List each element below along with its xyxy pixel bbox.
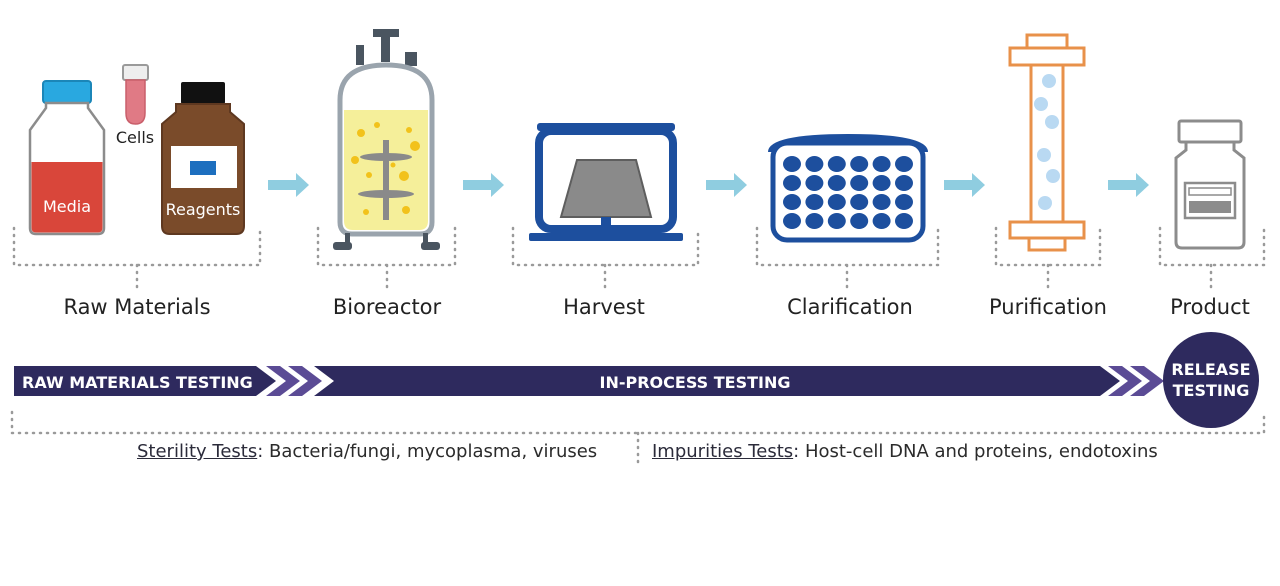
filter-hole	[872, 194, 891, 210]
band-chevron	[1108, 366, 1142, 396]
testing-band: RAW MATERIALS TESTING IN-PROCESS TESTING…	[14, 332, 1259, 428]
bracket-raw-materials	[12, 226, 262, 292]
stage-label-purification: Purification	[989, 295, 1107, 319]
reagents-bottle-icon: Reagents	[161, 82, 245, 235]
flow-arrow-1	[268, 173, 309, 197]
release-testing-circle	[1163, 332, 1259, 428]
flow-arrow-4	[944, 173, 985, 197]
filter-hole	[783, 194, 801, 210]
reagents-label: Reagents	[166, 200, 241, 219]
filter-hole	[783, 156, 801, 172]
filter-hole	[827, 194, 846, 210]
stage-label-harvest: Harvest	[563, 295, 645, 319]
sterility-title: Sterility Tests	[137, 441, 258, 462]
filter-hole	[850, 175, 869, 191]
stage-label-clarification: Clarification	[787, 295, 913, 319]
impurities-title: Impurities Tests	[652, 441, 794, 462]
impurities-colon: :	[793, 441, 800, 462]
sterility-colon: :	[257, 441, 264, 462]
bracket-harvest	[511, 226, 700, 292]
raw-materials-testing-band	[14, 366, 276, 396]
media-label: Media	[43, 197, 91, 216]
filter-hole	[783, 175, 801, 191]
in-process-testing-label: IN-PROCESS TESTING	[600, 373, 791, 392]
release-testing-label-line2: TESTING	[1173, 381, 1250, 400]
sterility-note: Sterility Tests: Bacteria/fungi, mycopla…	[137, 441, 597, 462]
stage-label-raw-materials: Raw Materials	[63, 295, 210, 319]
flow-arrow-2	[463, 173, 504, 197]
cells-label: Cells	[116, 128, 154, 147]
bioreactor-icon	[333, 29, 440, 250]
bracket-testing	[10, 410, 1266, 464]
clarification-filter-icon	[768, 134, 928, 243]
impurities-text: Host-cell DNA and proteins, endotoxins	[799, 441, 1158, 462]
filter-hole	[827, 175, 846, 191]
filter-hole	[805, 213, 824, 229]
filter-hole	[895, 156, 913, 172]
harvest-centrifuge-icon	[529, 123, 683, 241]
impurities-note: Impurities Tests: Host-cell DNA and prot…	[652, 441, 1158, 462]
bracket-clarification	[755, 226, 940, 292]
sterility-text: Bacteria/fungi, mycoplasma, viruses	[263, 441, 598, 462]
in-process-testing-band	[314, 366, 1120, 396]
filter-hole	[805, 156, 824, 172]
filter-hole	[805, 194, 824, 210]
release-testing-label-line1: RELEASE	[1171, 360, 1250, 379]
stage-label-bioreactor: Bioreactor	[333, 295, 442, 319]
purification-column-icon	[1008, 33, 1086, 252]
filter-hole	[783, 213, 801, 229]
stage-label-product: Product	[1170, 295, 1250, 319]
filter-hole	[872, 156, 891, 172]
cells-tube-icon: Cells	[116, 64, 154, 147]
filter-hole	[850, 194, 869, 210]
raw-materials-testing-label: RAW MATERIALS TESTING	[22, 373, 253, 392]
filter-hole	[805, 175, 824, 191]
filter-hole	[850, 156, 869, 172]
filter-hole	[895, 175, 913, 191]
filter-hole	[872, 175, 891, 191]
filter-hole	[827, 213, 846, 229]
media-bottle-icon: Media	[28, 80, 106, 236]
bracket-bioreactor	[316, 226, 457, 292]
testing-notes: Sterility Tests: Bacteria/fungi, mycopla…	[0, 441, 1280, 467]
filter-hole	[872, 213, 891, 229]
filter-hole	[895, 194, 913, 210]
band-chevron	[266, 366, 300, 396]
flow-arrow-3	[706, 173, 747, 197]
filter-hole	[850, 213, 869, 229]
flow-arrow-5	[1108, 173, 1149, 197]
band-chevron	[1130, 366, 1164, 396]
filter-hole	[895, 213, 913, 229]
filter-hole	[827, 156, 846, 172]
product-vial-icon	[1174, 119, 1246, 250]
bracket-product	[1158, 226, 1266, 292]
bracket-purification	[994, 226, 1102, 292]
band-chevron	[288, 366, 322, 396]
